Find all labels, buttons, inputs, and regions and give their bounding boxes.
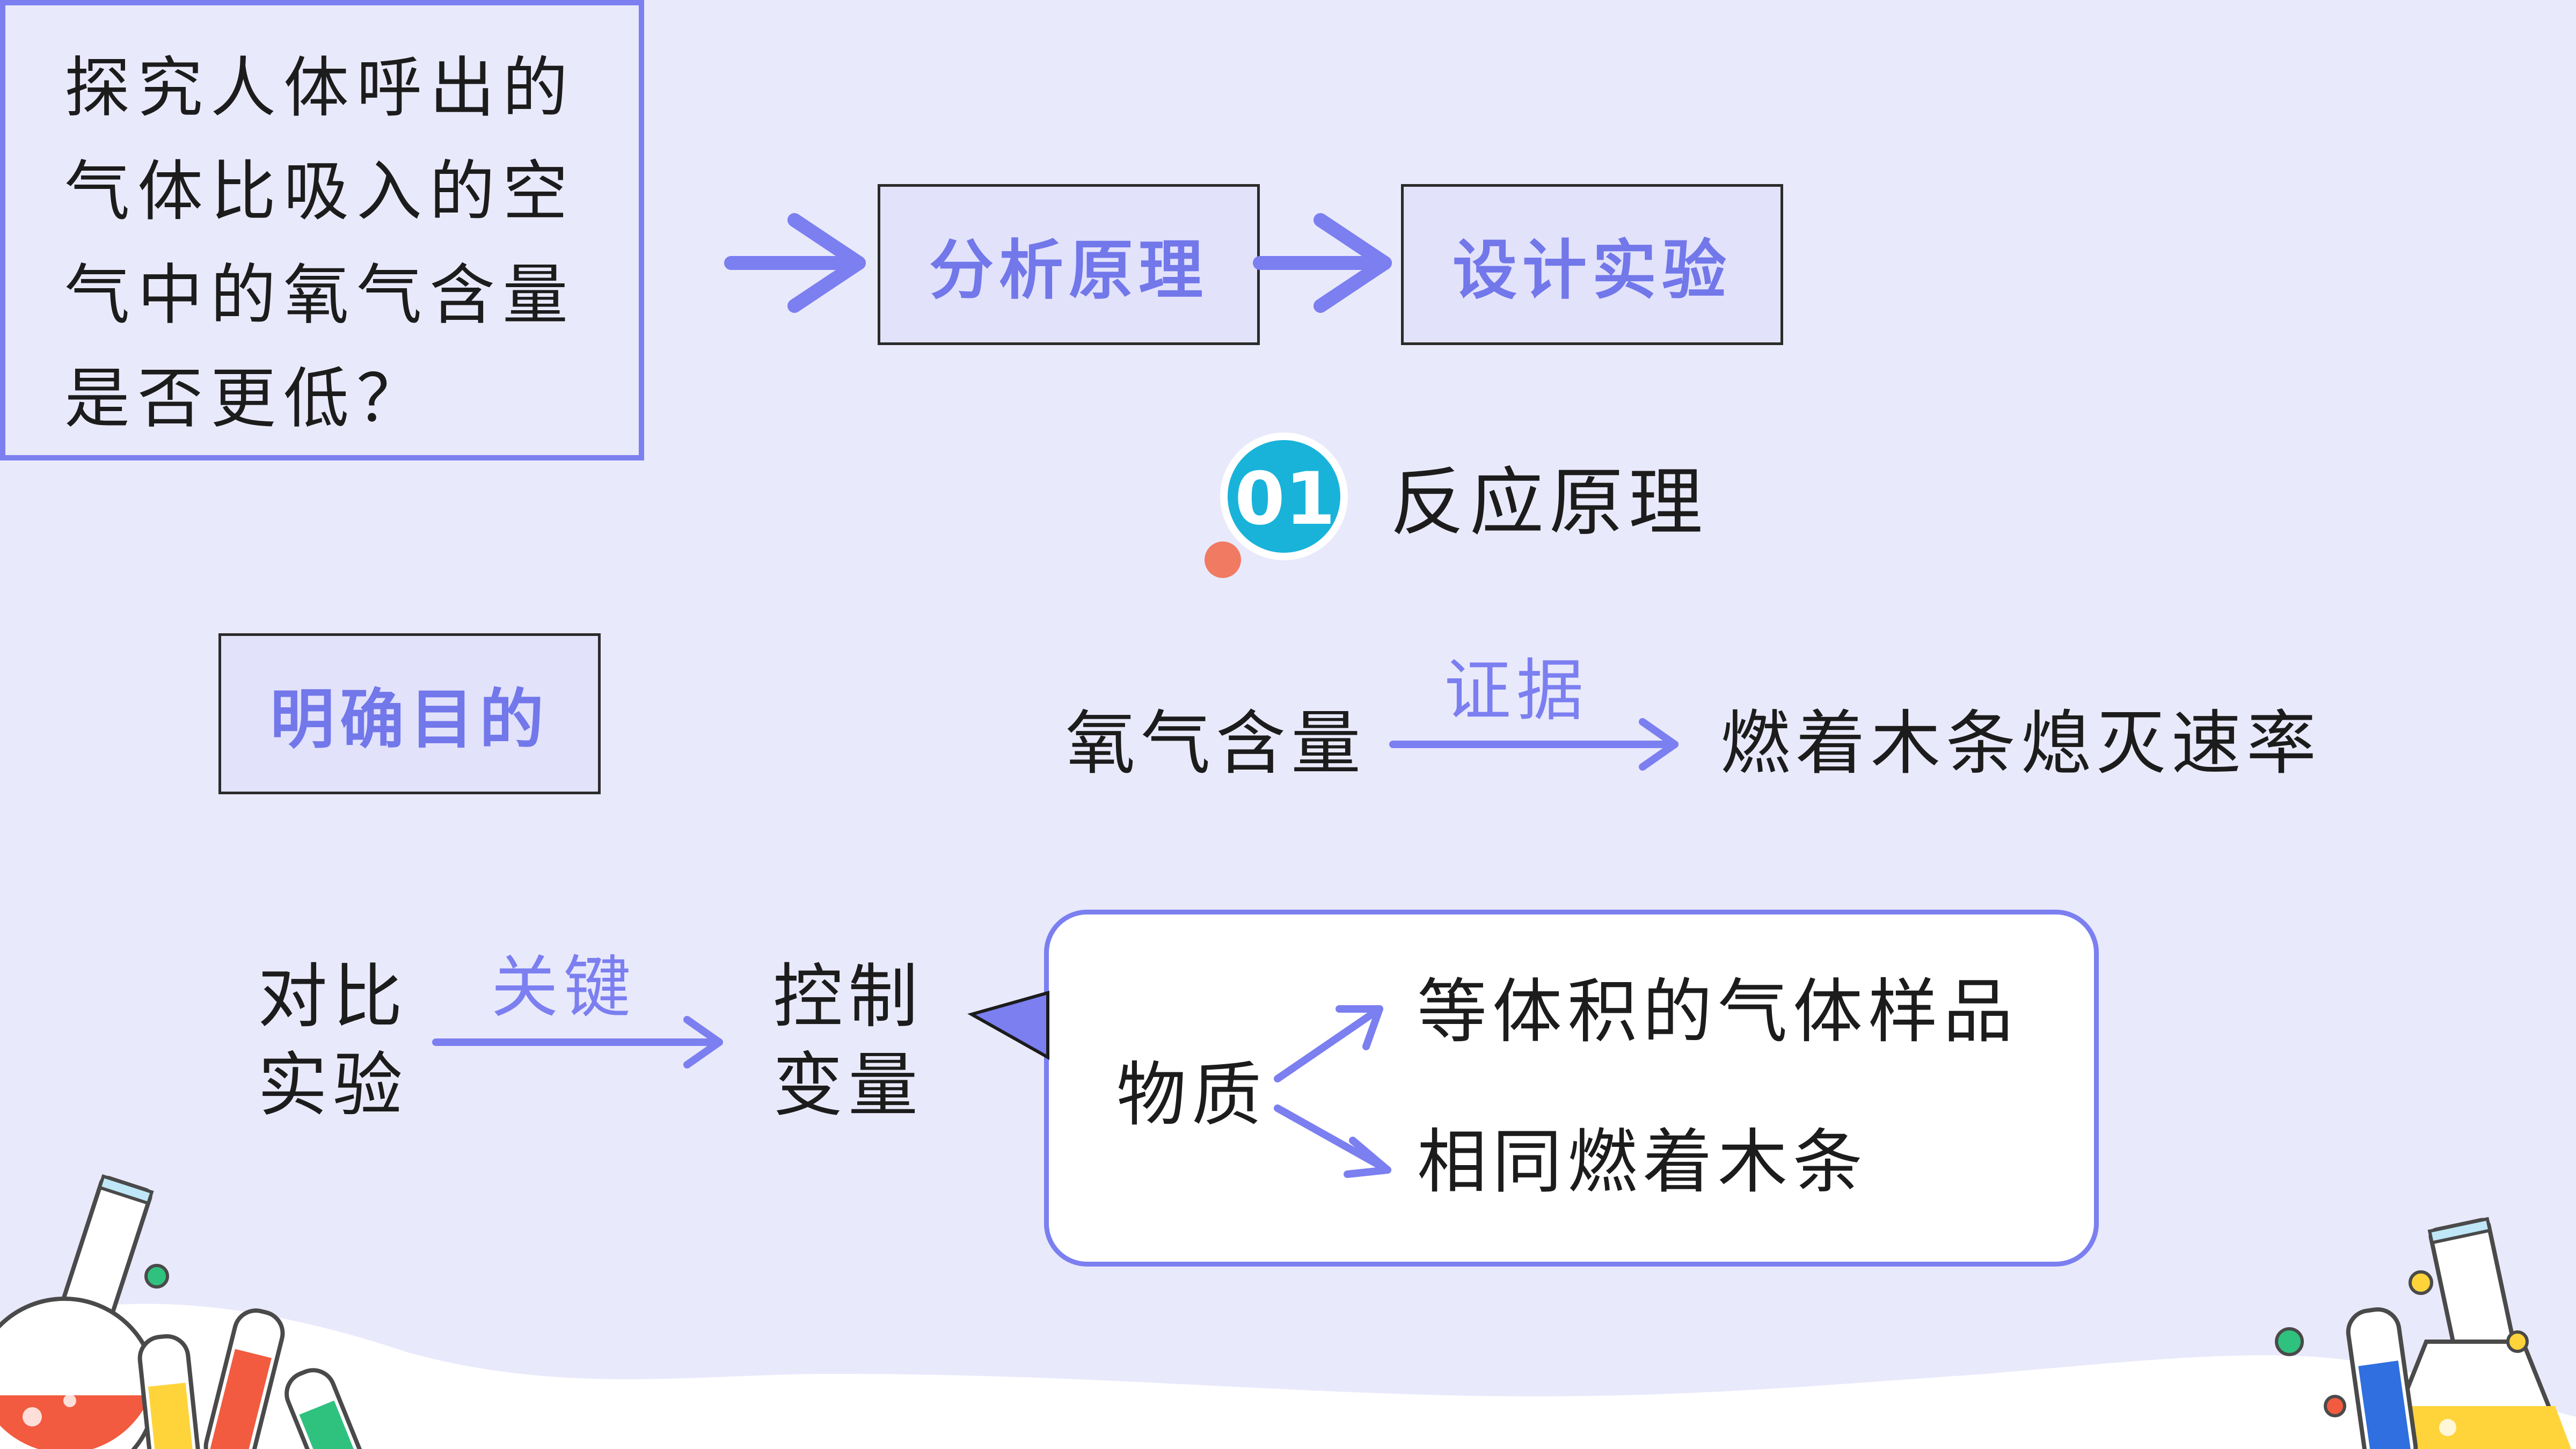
bubble-tail-icon (967, 991, 1049, 1060)
goal-question-line: 气体比吸入的空 (64, 153, 575, 230)
extinguish-rate-label: 燃着木条熄灭速率 (1720, 702, 2322, 784)
control-variable-line: 控制 (773, 956, 924, 1037)
bubble-dot-icon (2409, 1270, 2433, 1295)
test-tube-blue-icon (2346, 1307, 2418, 1449)
test-tube-red-icon (203, 1308, 285, 1449)
test-tube-green-icon (284, 1368, 365, 1449)
evidence-arrow-icon (1389, 718, 1679, 771)
evidence-label: 证据 (1444, 652, 1589, 730)
flow-arrow-icon (724, 213, 866, 313)
variable-item: 等体积的气体样品 (1417, 971, 2019, 1052)
goal-question-box: 探究人体呼出的 气体比吸入的空 气中的氧气含量 是否更低？ (0, 0, 644, 460)
key-arrow-icon (432, 1016, 723, 1069)
flow-arrow-icon (1253, 213, 1392, 313)
goal-question-line: 是否更低？ (64, 361, 429, 437)
bubble-dot-icon (2506, 1330, 2529, 1353)
step-design-box: 设计实验 (1401, 184, 1783, 345)
substance-label: 物质 (1116, 1054, 1267, 1136)
contrast-experiment-line: 实验 (258, 1044, 408, 1126)
goal-question-line: 探究人体呼出的 (64, 50, 575, 126)
step-clarify-box: 明确目的 (218, 633, 601, 794)
flask-left-icon (0, 1174, 158, 1449)
test-tube-yellow-icon (137, 1334, 201, 1449)
principle-title: 反应原理 (1390, 459, 1709, 546)
contrast-experiment-line: 对比 (258, 956, 408, 1037)
oxygen-content-label: 氧气含量 (1066, 702, 1367, 784)
branch-down-arrow-icon (1274, 1104, 1391, 1178)
flask-right-icon (2381, 1217, 2571, 1449)
branch-up-arrow-icon (1274, 1005, 1383, 1082)
step-analyze-box: 分析原理 (878, 184, 1260, 345)
control-variable-line: 变量 (773, 1044, 924, 1126)
bubble-dot-icon (2324, 1395, 2346, 1417)
control-variable-label: 控制 变量 (773, 953, 923, 1130)
bubble-dot-icon (2275, 1327, 2304, 1356)
variables-bubble (1044, 910, 2099, 1267)
contrast-experiment-label: 对比 实验 (258, 953, 408, 1130)
key-label: 关键 (491, 949, 636, 1027)
section-badge-icon (1205, 433, 1348, 578)
variable-item: 相同燃着木条 (1417, 1121, 1869, 1203)
goal-question-line: 气中的氧气含量 (64, 257, 575, 333)
section-badge-number: 01 (1235, 457, 1336, 541)
bubble-dot-icon (144, 1264, 169, 1289)
